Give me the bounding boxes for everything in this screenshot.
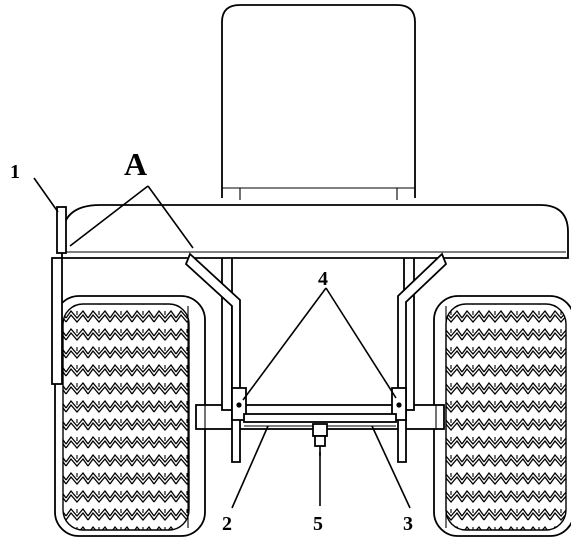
part-1-bracket — [56, 206, 67, 254]
leader-lines — [33, 177, 411, 509]
label-3: 3 — [403, 513, 413, 535]
left-support-bracket — [184, 252, 247, 463]
left-rear-wheel — [54, 295, 206, 537]
label-5: 5 — [313, 513, 323, 535]
label-2: 2 — [222, 513, 232, 535]
part-5-hitch-bolt — [312, 423, 328, 456]
label-4: 4 — [318, 268, 328, 290]
label-A: A — [124, 146, 147, 182]
label-1: 1 — [10, 161, 20, 183]
right-rear-wheel — [433, 295, 571, 537]
rear-fender — [51, 204, 569, 385]
seat-back — [221, 4, 416, 200]
